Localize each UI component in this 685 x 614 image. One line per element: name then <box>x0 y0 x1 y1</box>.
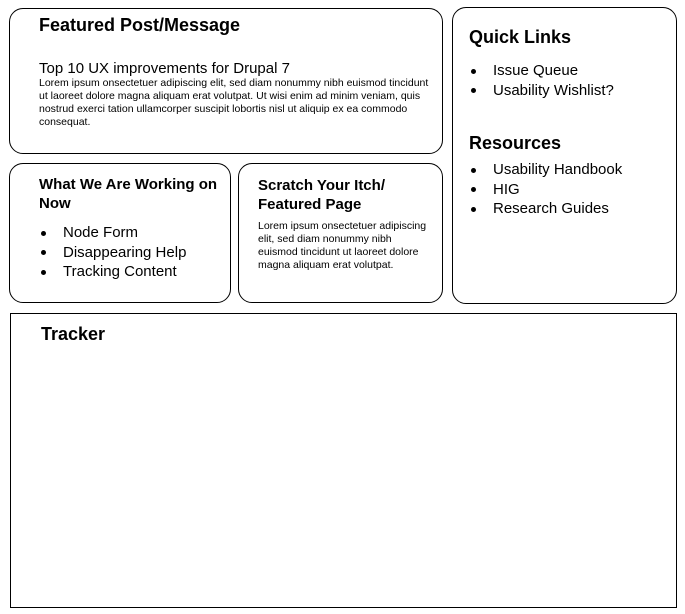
working-on-now-list: Node Form Disappearing Help Tracking Con… <box>39 223 186 282</box>
link-usability-wishlist[interactable]: Usability Wishlist? <box>469 81 614 101</box>
list-item-node-form[interactable]: Node Form <box>39 223 186 243</box>
scratch-your-itch-panel: Scratch Your Itch/ Featured Page Lorem i… <box>238 163 443 303</box>
resources-list: Usability Handbook HIG Research Guides <box>469 160 622 219</box>
link-research-guides[interactable]: Research Guides <box>469 199 622 219</box>
tracker-title: Tracker <box>41 324 106 344</box>
link-issue-queue[interactable]: Issue Queue <box>469 61 614 81</box>
tracker-panel: Tracker <box>10 313 677 608</box>
working-on-now-title: What We Are Working on Now <box>39 176 218 212</box>
link-hig[interactable]: HIG <box>469 180 622 200</box>
resources-title: Resources <box>469 133 562 153</box>
working-on-now-panel: What We Are Working on Now Node Form Dis… <box>9 163 231 303</box>
quick-links-title: Quick Links <box>469 27 572 47</box>
featured-post-title: Featured Post/Message <box>39 15 241 35</box>
featured-post-panel: Featured Post/Message Top 10 UX improvem… <box>9 8 443 154</box>
scratch-your-itch-body: Lorem ipsum onsectetuer adipiscing elit,… <box>258 220 427 271</box>
quick-links-list: Issue Queue Usability Wishlist? <box>469 61 614 100</box>
scratch-your-itch-title: Scratch Your Itch/ Featured Page <box>258 177 385 213</box>
link-usability-handbook[interactable]: Usability Handbook <box>469 160 622 180</box>
featured-post-body: Lorem ipsum onsectetuer adipiscing elit,… <box>39 77 429 128</box>
list-item-tracking-content[interactable]: Tracking Content <box>39 262 186 282</box>
sidebar-panel: Quick Links Issue Queue Usability Wishli… <box>452 7 677 304</box>
featured-post-headline[interactable]: Top 10 UX improvements for Drupal 7 <box>39 60 290 77</box>
list-item-disappearing-help[interactable]: Disappearing Help <box>39 243 186 263</box>
